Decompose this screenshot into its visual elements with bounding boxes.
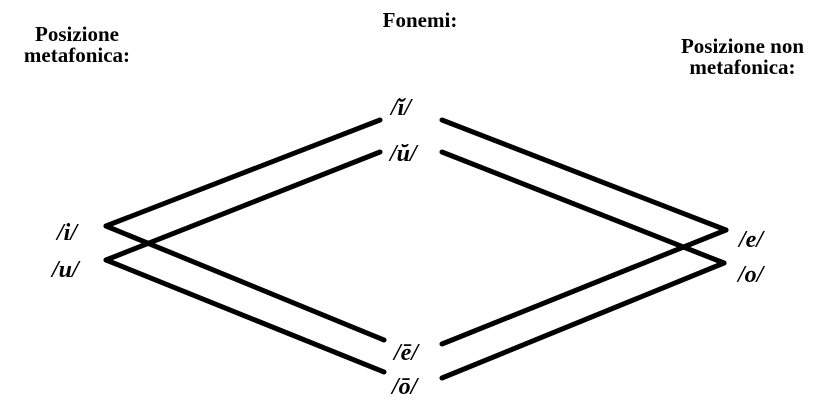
header-right-line-1: Posizione non [680,34,805,58]
phoneme-right-o: /o/ [738,262,764,288]
header-left-line-1: Posizione [35,22,119,46]
line-u-to-bottom-o [103,257,387,375]
header-right-line-2: metafonica: [689,55,796,79]
phoneme-bottom-e: /ē/ [394,340,418,366]
header-left: Posizione metafonica: [2,24,152,66]
phoneme-bottom-o: /ō/ [392,374,418,400]
line-top-i-to-e [439,117,729,233]
phoneme-top-u: /ŭ/ [390,141,417,167]
line-u-to-top-u [103,149,383,263]
phoneme-right-e: /e/ [739,227,763,253]
line-bottom-e-to-e [439,227,729,347]
header-center: Fonemi: [382,8,458,32]
line-top-u-to-o [439,149,727,266]
phoneme-top-i: /ĭ/ [391,95,412,121]
phoneme-left-i: /i/ [57,220,78,246]
header-right: Posizione non metafonica: [655,36,830,78]
phoneme-left-u: /u/ [52,257,79,283]
header-left-line-2: metafonica: [23,43,131,67]
line-i-to-top-i [103,117,383,229]
line-bottom-o-to-o [439,260,727,381]
line-i-to-bottom-e [103,223,387,343]
